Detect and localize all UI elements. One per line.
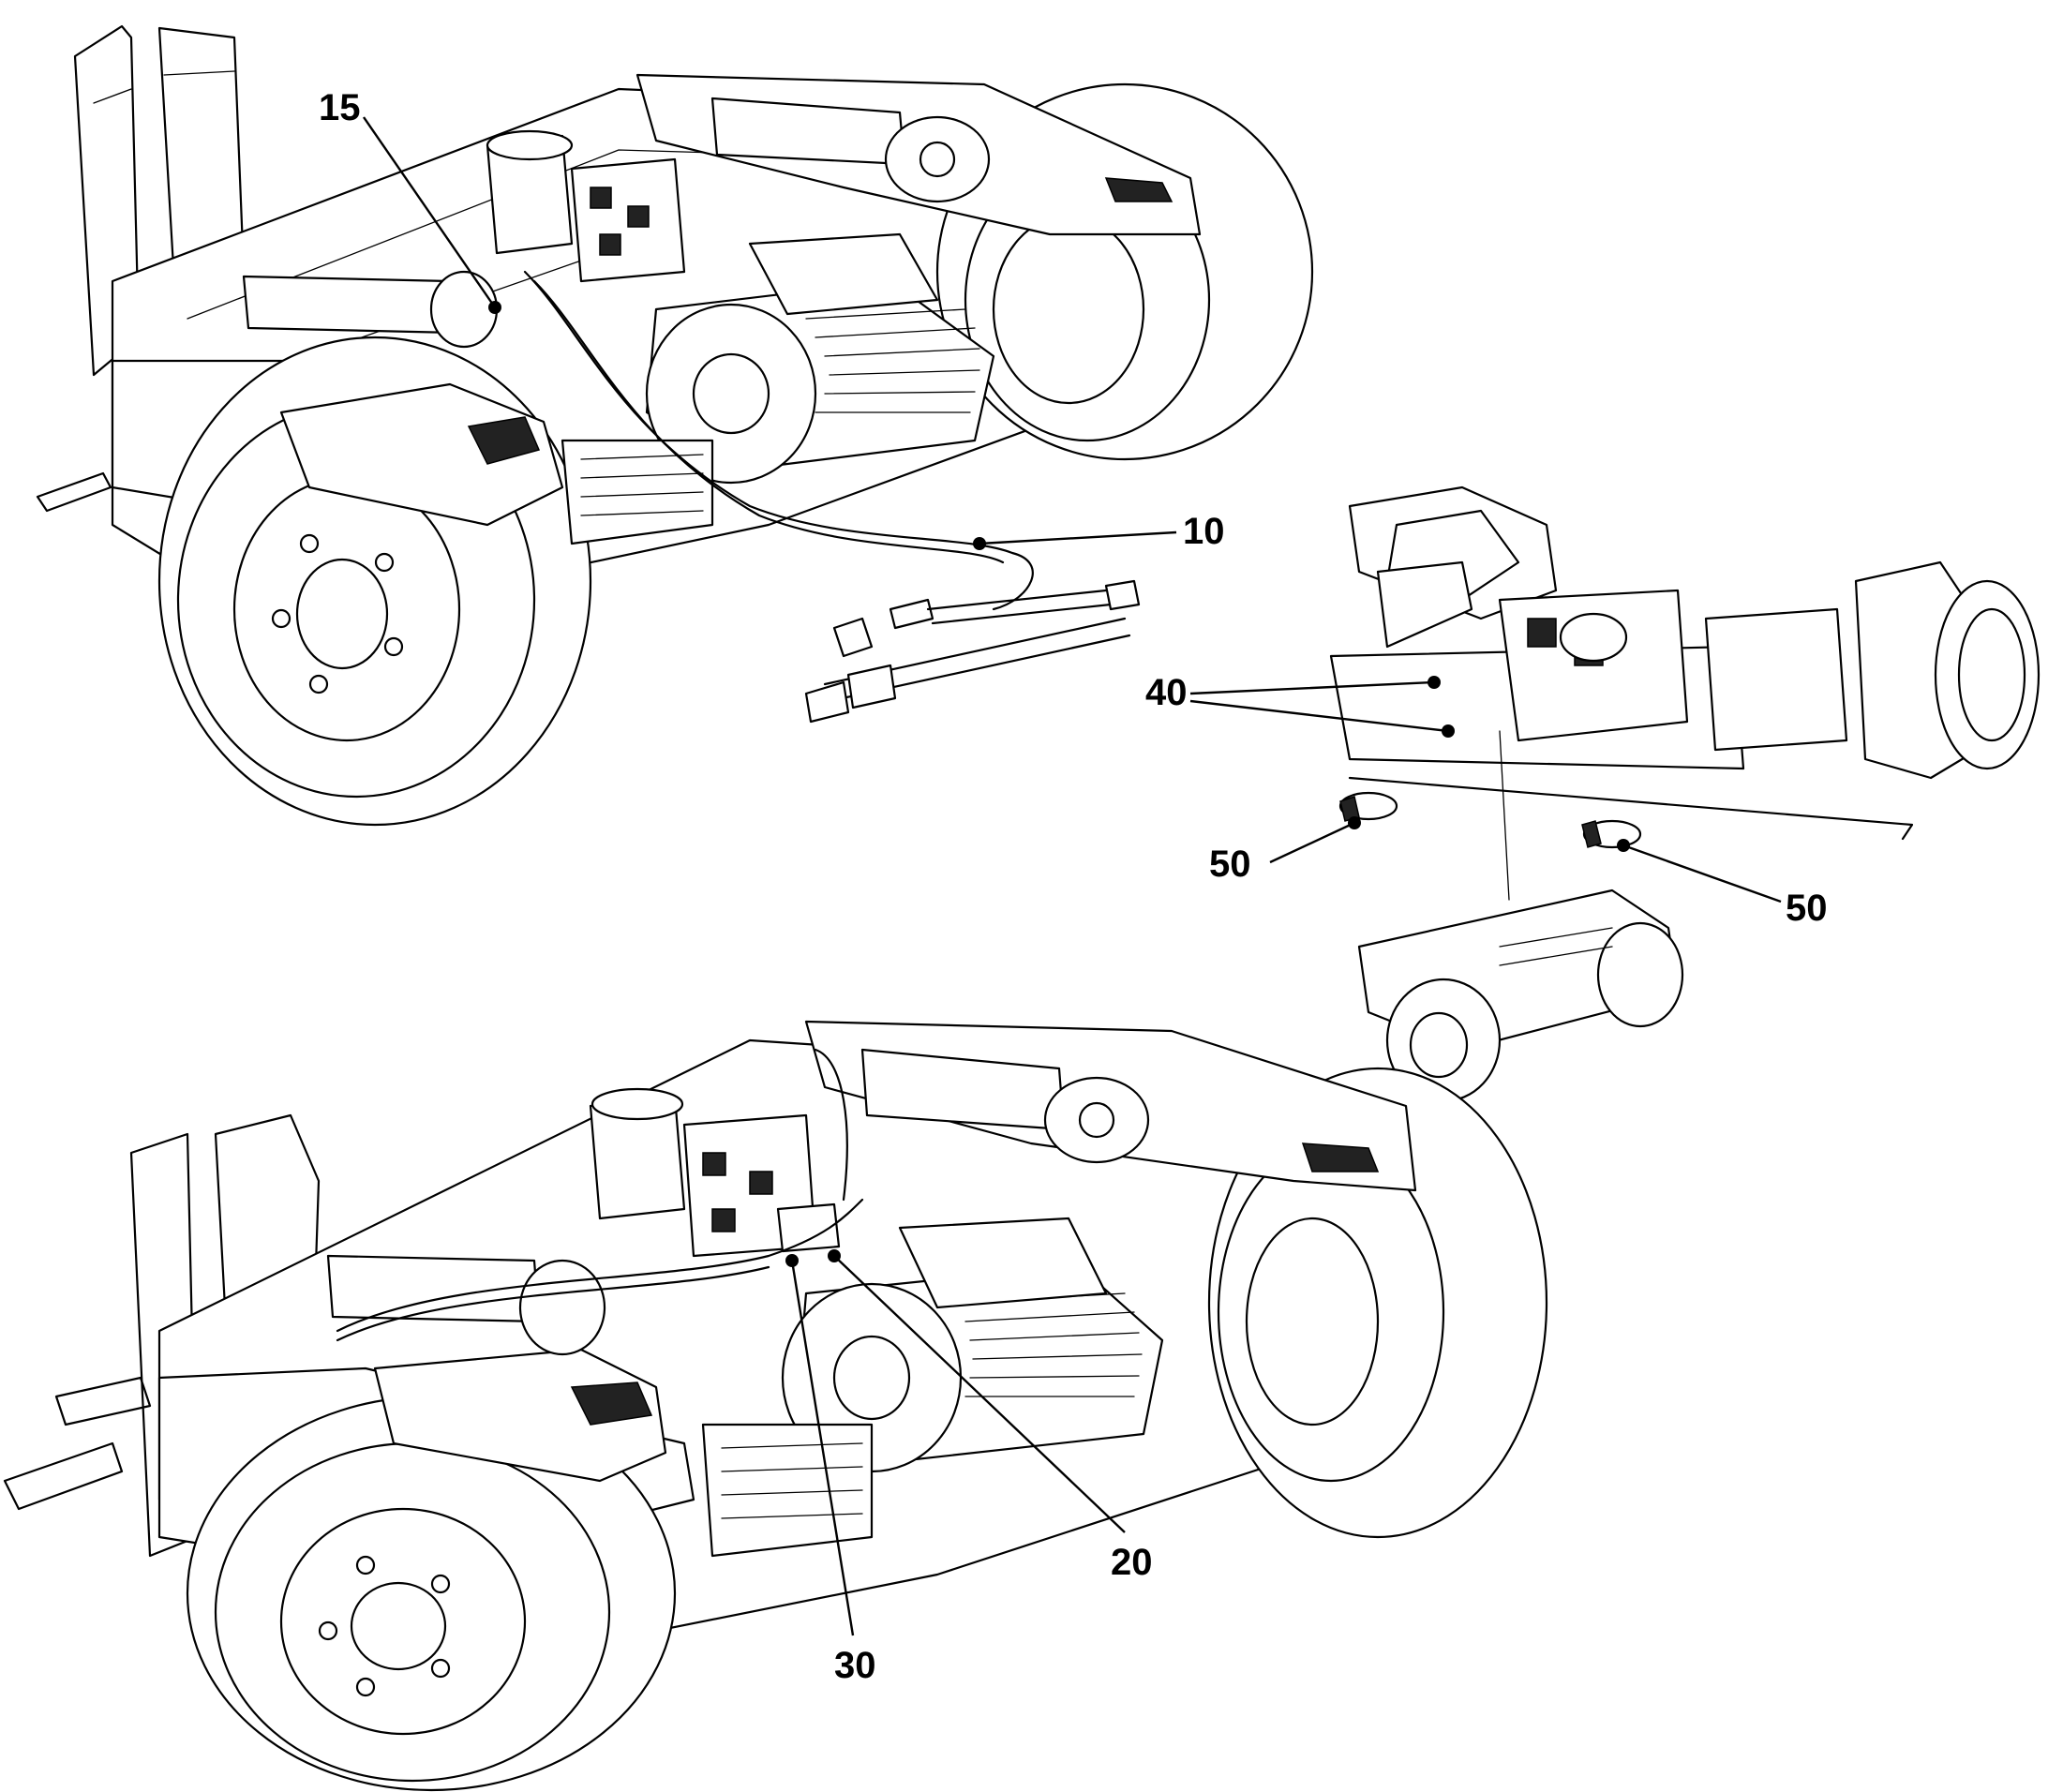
callout-30: 30	[785, 1254, 876, 1686]
callout-40: 40	[1145, 672, 1455, 738]
callout-50-left: 50	[1209, 816, 1361, 885]
callout-label: 40	[1145, 672, 1188, 713]
valve-block	[589, 1087, 841, 1258]
cylinder	[710, 97, 991, 203]
callout-label: 10	[1183, 511, 1225, 552]
callout-label: 50	[1209, 844, 1251, 885]
callout-50-right: 50	[1617, 839, 1828, 929]
callout-label: 50	[1786, 888, 1828, 929]
callout-15: 15	[319, 87, 501, 314]
wheel	[1207, 1067, 1548, 1539]
callout-label: 30	[834, 1645, 876, 1686]
top-assembly	[36, 24, 1314, 827]
overview-thumbnail	[1357, 730, 1684, 1103]
valve-block	[486, 129, 686, 283]
callout-20: 20	[828, 1249, 1153, 1583]
fork	[36, 471, 112, 513]
motor	[645, 232, 995, 485]
hose-fittings	[804, 579, 1141, 724]
callout-label: 15	[319, 87, 361, 128]
middle-assembly	[1329, 485, 2041, 841]
callout-10: 10	[973, 511, 1225, 552]
bottom-assembly	[3, 1020, 1548, 1792]
hydraulic-hose	[523, 270, 1034, 611]
cylinder	[860, 1048, 1150, 1164]
fork	[54, 1376, 152, 1426]
hose-clamp	[1338, 791, 1398, 822]
fork	[3, 1441, 124, 1511]
callout-label: 20	[1111, 1542, 1153, 1583]
hose-clamp	[1581, 819, 1642, 849]
